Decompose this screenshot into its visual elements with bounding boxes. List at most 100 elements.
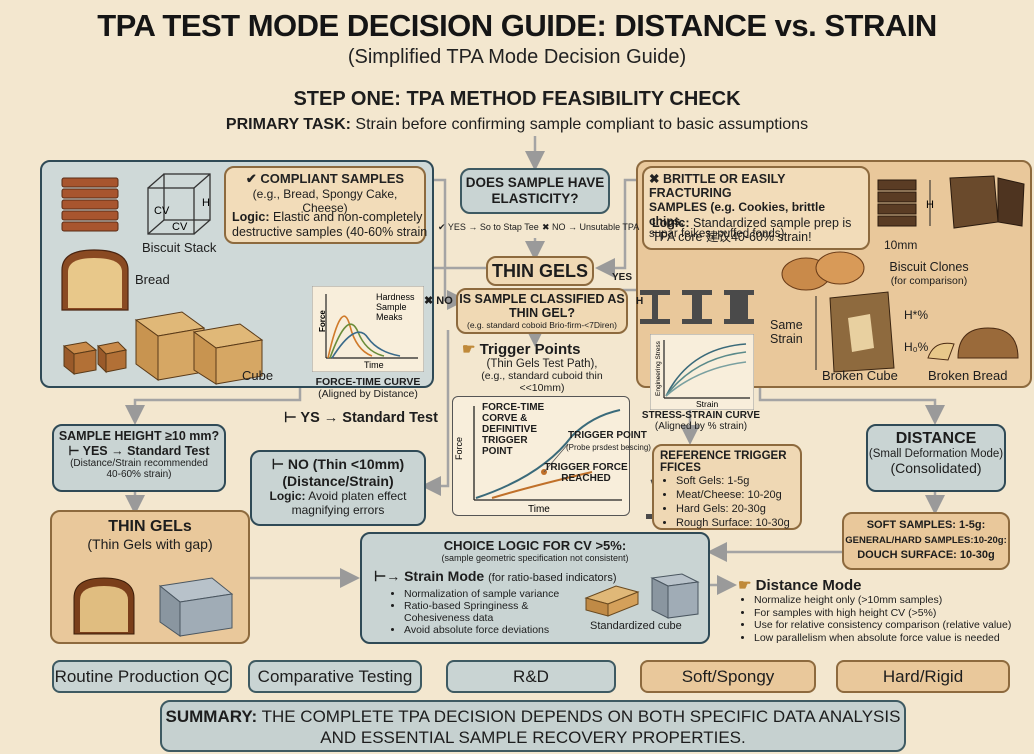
- distance-item: Use for relative consistency comparison …: [754, 619, 1032, 632]
- tag-soft-spongy: Soft/Spongy: [640, 660, 816, 693]
- choice-logic-sub: (sample geometric specification not cons…: [441, 553, 629, 563]
- stress-strain-chart: Engineering Stress Strain: [650, 334, 754, 410]
- thin-gels-yes: YES: [612, 272, 633, 283]
- bread-illustration: [61, 249, 129, 311]
- compliant-panel: ✔ COMPLIANT SAMPLES (e.g., Bread, Spongy…: [40, 160, 434, 388]
- big-chart-ylabel: Force: [454, 437, 464, 460]
- distance-item: Low parallelism when absolute force valu…: [754, 632, 1032, 645]
- pointing-hand-icon: ☛: [738, 577, 752, 594]
- force-time-small-chart: Force Time Hardness Sample Meaks: [312, 286, 424, 372]
- trigger-points-sub-2: (e.g., standard cuboid thin <<10mm): [481, 370, 603, 394]
- small-chart-series-2: Sample: [376, 302, 407, 312]
- no-thin-box: ⊢ NO (Thin <10mm) (Distance/Strain) Logi…: [250, 450, 426, 526]
- compliant-examples: (e.g., Bread, Spongy Cake, Cheese): [252, 187, 398, 215]
- compression-plates-icon: [640, 290, 754, 324]
- brittle-line-3: supar feikes, puffed fonds): [649, 228, 785, 240]
- h-star-pct-label: H*%: [904, 308, 929, 322]
- reference-item: Soft Gels: 1-5g: [676, 474, 794, 488]
- brittle-box: ✖ BRITTLE OR EASILY FRACTURING SAMPLES (…: [642, 166, 870, 250]
- no-thin-logic: Logic: Avoid platen effect magnifying er…: [269, 489, 407, 517]
- reference-item: Meat/Cheese: 10-20g: [676, 488, 794, 502]
- no-thin-title-2: (Distance/Strain): [282, 473, 394, 489]
- broken-cube-label: Broken Cube: [822, 368, 898, 383]
- soft-line-1: SOFT SAMPLES: 1-5g:: [866, 519, 986, 531]
- cube-label: Cube: [242, 368, 274, 383]
- sample-height-title: SAMPLE HEIGHT ≥10 mm?: [58, 429, 220, 443]
- for-comparison-label: (for comparison): [890, 275, 968, 287]
- stress-strain-caption-1: STRESS-STRAIN CURVE: [641, 410, 761, 421]
- compliant-title: ✔ COMPLIANT SAMPLES: [245, 171, 405, 186]
- small-chart-caption-1: FORCE-TIME CURVE: [315, 376, 421, 388]
- small-chart-ylabel: Force: [318, 310, 327, 332]
- soft-line-3: DOUCH SURFACE: 10-30g: [857, 549, 995, 561]
- elasticity-no-note: ✖ NO → Unsutable TPA: [542, 222, 640, 232]
- small-chart-xlabel: Time: [364, 360, 384, 370]
- brittle-title: ✖ BRITTLE OR EASILY FRACTURING: [649, 172, 786, 200]
- yes-standard-test: ⊢ YS → Standard Test: [284, 410, 438, 426]
- standardized-cube-label: Standardized cube: [590, 620, 682, 632]
- distance-mode-list: Normalize height only (>10mm samples) Fo…: [738, 594, 1032, 644]
- step-one-heading: STEP ONE: TPA METHOD FEASIBILITY CHECK: [293, 88, 741, 110]
- standardized-cube-illustration: [584, 573, 700, 619]
- sample-height-box: SAMPLE HEIGHT ≥10 mm? ⊢ YES → Standard T…: [52, 424, 226, 492]
- distance-mode-heading: ☛ Distance Mode: [738, 577, 862, 594]
- thin-gels-no: ✖ NO: [424, 295, 453, 307]
- elasticity-question-box: DOES SAMPLE HAVE ELASTICITY?: [460, 168, 610, 214]
- h-label-right: H: [926, 199, 934, 211]
- primary-task-label: PRIMARY TASK:: [225, 116, 351, 133]
- big-chart-xlabel: Time: [528, 504, 550, 515]
- small-chart-caption-2: (Aligned by Distance): [318, 388, 418, 400]
- compliant-logic-text: Elastic and non-completely destructive s…: [232, 210, 428, 239]
- summary-box: SUMMARY: THE COMPLETE TPA DECISION DEPEN…: [160, 700, 906, 752]
- pointing-hand-icon: ☛: [462, 341, 476, 358]
- h-label: H: [202, 197, 210, 209]
- big-chart-label: FORCE-TIME CORVE & DEFINITIVE TRIGGER PO…: [482, 402, 545, 457]
- sample-height-note-2: 40-60% strain): [106, 469, 172, 480]
- tag-routine-qc: Routine Production QC: [52, 660, 232, 693]
- distance-mode-block: ☛ Distance Mode Normalize height only (>…: [738, 576, 1032, 644]
- thin-gels-box-title: THIN GELs: [108, 518, 192, 535]
- cake-cubes-illustration: [62, 311, 264, 385]
- broken-stacks-illustration: H: [877, 175, 1025, 229]
- trigger-points-block: ☛ Trigger Points (Thin Gels Test Path), …: [462, 340, 622, 394]
- choice-logic-title: CHOICE LOGIC FOR CV >5%:: [443, 538, 627, 553]
- thin-gels-heading: THIN GELS: [491, 261, 588, 281]
- reference-item: Hard Gels: 20-30g: [676, 502, 794, 516]
- summary-line-2: AND ESSENTIAL SAMPLE RECOVERY PROPERTIES…: [320, 728, 746, 747]
- brittle-logic-label: Logic:: [652, 216, 690, 230]
- distance-box: DISTANCE (Small Deformation Mode) (Conso…: [866, 424, 1006, 492]
- cube-wireframe-illustration: CV CV H: [147, 173, 211, 235]
- cv-label-2: CV: [172, 221, 188, 233]
- brittle-logic: Logic: Standardized sample prep is TPA c…: [652, 216, 872, 244]
- brittle-line-2: SAMPLES (e.g. Cookies, brittle chips,: [649, 200, 826, 228]
- soft-samples-box: SOFT SAMPLES: 1-5g: GENERAL/HARD SAMPLES…: [842, 512, 1010, 570]
- compliant-box: ✔ COMPLIANT SAMPLES (e.g., Bread, Spongy…: [224, 166, 426, 244]
- compliant-logic-label: Logic:: [232, 210, 270, 224]
- thin-gels-heading-box: THIN GELS: [486, 256, 594, 286]
- stress-strain-xlabel: Strain: [696, 399, 718, 409]
- brittle-logic-text: Standardized sample prep is TPA core 建议4…: [652, 216, 852, 244]
- thin-gels-box-sub: (Thin Gels with gap): [87, 536, 213, 552]
- stress-strain-caption-2: (Aligned by % strain): [654, 421, 748, 432]
- primary-task-text: Strain before confirming sample complian…: [355, 116, 809, 133]
- biscuit-stack-label: Biscuit Stack: [142, 240, 217, 255]
- broken-bread-label: Broken Bread: [928, 368, 1008, 383]
- trigger-force-label: TRIGGER FORCE REACHED: [544, 462, 628, 484]
- h0-pct-label: H₀%: [904, 340, 929, 354]
- biscuit-clones-label: Biscuit Clones: [889, 260, 969, 274]
- distance-item: Normalize height only (>10mm samples): [754, 594, 1032, 607]
- reference-trigger-list: Soft Gels: 1-5g Meat/Cheese: 10-20g Hard…: [660, 474, 794, 530]
- choice-logic-box: CHOICE LOGIC FOR CV >5%: (sample geometr…: [360, 532, 710, 644]
- sample-height-note-1: (Distance/Strain recommended: [70, 458, 208, 469]
- thin-gel-question-box: IS SAMPLE CLASSIFIED AS THIN GEL? (e.g. …: [456, 288, 628, 334]
- thin-gel-question: IS SAMPLE CLASSIFIED AS THIN GEL?: [459, 292, 625, 320]
- trigger-point-label: TRIGGER POINT: [568, 430, 647, 441]
- same-strain-label: Same Strain: [770, 318, 803, 346]
- trigger-points-title: ☛ Trigger Points: [462, 341, 581, 358]
- distance-sub: (Small Deformation Mode): [868, 448, 1004, 460]
- compliant-logic: Logic: Elastic and non-completely destru…: [232, 210, 428, 240]
- small-chart-series-1: Hardness: [376, 292, 415, 302]
- mm-label: 10mm: [884, 238, 918, 252]
- strain-item: Normalization of sample variance: [404, 588, 594, 600]
- tag-rnd: R&D: [446, 660, 616, 693]
